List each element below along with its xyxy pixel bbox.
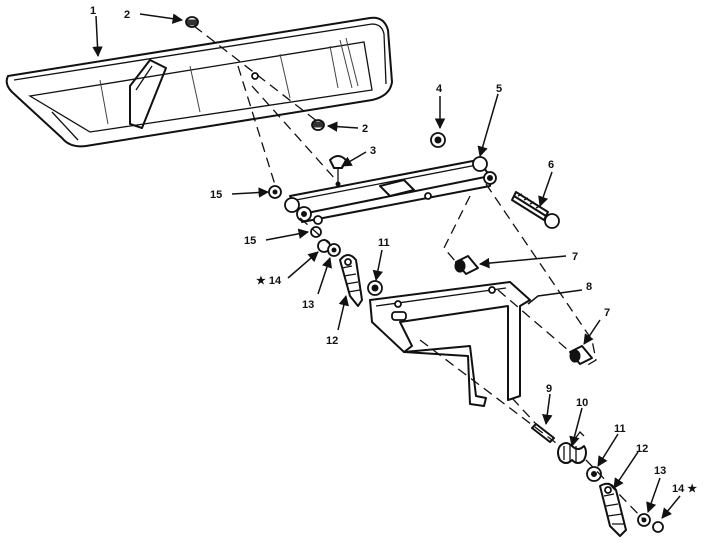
callout-11-right: 11 xyxy=(614,423,626,435)
callout-2-lower: 2 xyxy=(362,123,368,135)
callout-3: 3 xyxy=(370,145,376,157)
callout-7-upper: 7 xyxy=(572,251,578,263)
nut-11-left xyxy=(367,280,383,296)
blade-guard xyxy=(5,16,393,148)
callout-11-left: 11 xyxy=(378,237,390,249)
arm-end-washers xyxy=(472,156,497,185)
callout-15-lower: 15 xyxy=(244,235,256,247)
callout-10: 10 xyxy=(576,397,588,409)
callout-7-lower: 7 xyxy=(604,307,610,319)
nut-4 xyxy=(430,132,446,148)
bracket xyxy=(369,281,531,407)
callout-12-left: 12 xyxy=(326,335,338,347)
callout-14-right: 14 ★ xyxy=(672,483,697,495)
callout-14-left: ★ 14 xyxy=(256,275,282,287)
assembly-lines xyxy=(193,25,645,521)
bolt-6 xyxy=(511,191,560,229)
callout-13-left: 13 xyxy=(302,299,314,311)
spring-10 xyxy=(557,431,587,464)
callout-5: 5 xyxy=(496,83,502,95)
nut-lower xyxy=(311,119,325,131)
callout-8: 8 xyxy=(586,281,592,293)
knob xyxy=(329,155,347,187)
nut-upper xyxy=(185,16,199,28)
callout-9: 9 xyxy=(546,383,552,395)
callout-1: 1 xyxy=(90,5,96,17)
callout-12-right: 12 xyxy=(636,443,648,455)
callout-6: 6 xyxy=(548,159,554,171)
callout-labels: 1 2 2 3 4 5 6 7 8 7 15 15 ★ 14 13 12 11 … xyxy=(90,5,697,495)
callout-13-right: 13 xyxy=(654,465,666,477)
sleeve-upper xyxy=(454,255,479,275)
pin-9 xyxy=(531,423,555,443)
leader-lines xyxy=(92,13,681,519)
callout-4: 4 xyxy=(436,83,443,95)
callout-2-upper: 2 xyxy=(124,9,130,21)
callout-15-upper: 15 xyxy=(210,189,222,201)
sleeve-lower xyxy=(569,345,593,365)
support-arm xyxy=(289,159,491,225)
